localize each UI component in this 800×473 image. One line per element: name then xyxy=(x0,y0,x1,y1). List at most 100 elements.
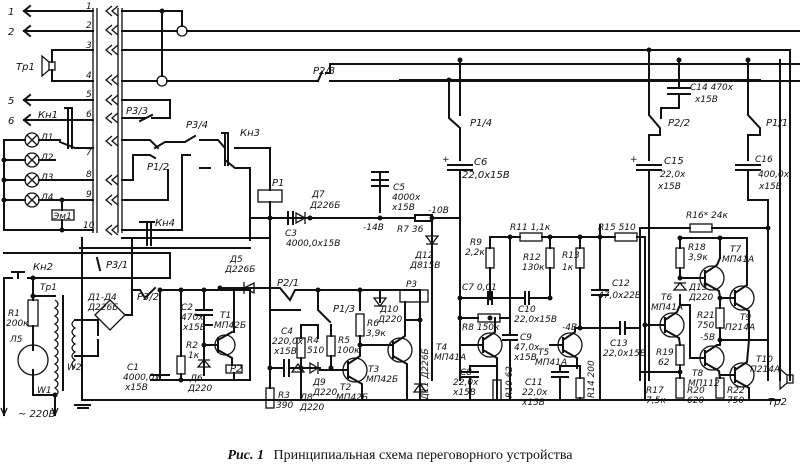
pin-label: 1 xyxy=(86,2,92,12)
r4-label: R4 xyxy=(307,336,319,346)
t10-type: П214А xyxy=(750,365,780,375)
line-label-2: 2 xyxy=(8,27,14,38)
t1-label: Т1 xyxy=(220,311,231,321)
p1-1-label: Р1/1 xyxy=(766,118,788,129)
l4-label: Л4 xyxy=(40,193,54,203)
w2-label: W2 xyxy=(67,363,82,373)
t5-type: МП41А xyxy=(535,358,567,368)
p1-2-label: Р1/2 xyxy=(147,162,169,173)
r13-label: R13 xyxy=(562,251,580,261)
mains-arrow xyxy=(51,407,59,417)
c11-value1: 22,0х xyxy=(522,388,548,398)
t2-t3-stage xyxy=(265,287,429,409)
t7-label: Т7 xyxy=(730,245,741,255)
r18-label: R18 xyxy=(688,243,706,253)
d1d4-label: Д1-Д4 xyxy=(87,293,117,303)
tr1-speaker-label: Тр1 xyxy=(16,62,35,73)
r2-value: 1к xyxy=(188,351,200,361)
plus-sign: + xyxy=(630,155,638,165)
d13-label: Д13 xyxy=(688,283,708,293)
c8-value1: 22,0х xyxy=(453,378,479,388)
r3-value: 390 xyxy=(276,401,293,411)
c9-label: C9 xyxy=(520,333,532,343)
r12-value: 130к xyxy=(522,263,545,273)
c8-label: C8 xyxy=(460,368,472,378)
c15-label: C15 xyxy=(664,156,684,167)
p3-2-label: Р3/2 xyxy=(137,292,159,303)
c16-value2: х15В xyxy=(758,182,782,192)
d8-label: Д8 xyxy=(299,393,313,403)
c12-label: C12 xyxy=(612,279,630,289)
r9-label: R9 xyxy=(470,238,482,248)
r14-label: R14 200 xyxy=(587,360,597,398)
em1-label: Эм1 xyxy=(52,212,72,222)
p3-3-label: Р3/3 xyxy=(126,106,148,117)
pin-label: 3 xyxy=(86,41,92,51)
p1-2-p3-4-kn3 xyxy=(121,132,271,241)
d7-label: Д7 xyxy=(311,190,325,200)
v14-label: -14В xyxy=(363,223,384,233)
pin-label: 8 xyxy=(86,170,92,180)
d7-type: Д226Б xyxy=(309,201,340,211)
pin-label: 2 xyxy=(86,21,92,31)
t3-type: МП42Б xyxy=(366,375,398,385)
l2-label: Л2 xyxy=(40,153,54,163)
mains-arrow xyxy=(0,407,8,417)
r6-label: R6 xyxy=(367,319,379,329)
pin-label: 4 xyxy=(86,71,92,81)
r3-label: R3 xyxy=(278,391,290,401)
r18-value: 3,9к xyxy=(688,253,708,263)
external-lines xyxy=(22,4,94,127)
p3-4-label: Р3/4 xyxy=(186,120,208,131)
r21-value: 750 xyxy=(697,321,714,331)
t4-label: Т4 xyxy=(436,343,447,353)
p3-relay-label: Р3 xyxy=(406,280,417,290)
p1-relay-label: Р1 xyxy=(272,178,284,189)
c13-label: C13 xyxy=(610,339,628,349)
speaker-tr2 xyxy=(779,367,794,391)
p2-2-label: Р2/2 xyxy=(668,118,690,129)
line-label-5: 5 xyxy=(8,96,14,107)
c12-value: 47,0х22В xyxy=(598,291,641,301)
d1d4-type: Д226Б xyxy=(87,303,118,313)
pin-label: 7 xyxy=(86,148,92,158)
c11-value2: х15В xyxy=(521,398,545,408)
d12-label: Д12 xyxy=(414,251,434,261)
r8-label: R8 150к xyxy=(462,323,500,333)
r19-value: 62 xyxy=(658,358,670,368)
t9-type: П214А xyxy=(725,323,755,333)
t2-type: МП42Б xyxy=(336,393,368,403)
preamp-t4-t5 xyxy=(459,224,646,401)
t7-type: МП41А xyxy=(722,255,754,265)
c4-value2: х15В xyxy=(273,347,297,357)
c15-value1: 22,0х xyxy=(660,170,686,180)
d5-label: Д5 xyxy=(229,255,243,265)
c10-value: 22,0х15В xyxy=(514,315,557,325)
r6-value: 3,9к xyxy=(366,329,386,339)
d10-label: Д10 xyxy=(379,305,399,315)
c4-value1: 220,0х xyxy=(272,337,304,347)
pin-label: 10 xyxy=(83,221,95,231)
c5-value1: 4000х xyxy=(392,193,421,203)
r16-label: R16* 24к xyxy=(686,211,729,221)
t6-label: Т6 xyxy=(661,293,672,303)
connector-chevrons xyxy=(104,5,119,236)
d6-diode xyxy=(196,359,212,368)
p1-4-label: Р1/4 xyxy=(470,118,492,129)
kn3-label: Кн3 xyxy=(240,128,260,139)
c5-label: C5 xyxy=(393,183,405,193)
r11-label: R11 1,1к xyxy=(510,223,551,233)
p2-3-label: Р2/3 xyxy=(313,66,335,77)
v4-label: -4В xyxy=(562,323,577,333)
c16-value1: 400,0х xyxy=(758,170,790,180)
t10-label: Т10 xyxy=(756,355,773,365)
t8-type: МП112 xyxy=(688,379,720,389)
p2-1-label: Р2/1 xyxy=(277,278,299,289)
r21-label: R21 xyxy=(697,311,715,321)
d6-label: Д6 xyxy=(189,374,203,384)
t3-label: Т3 xyxy=(368,365,379,375)
l1-label: Л1 xyxy=(40,133,54,143)
c6-value: 22,0х15В xyxy=(462,170,510,181)
r20-value: 620 xyxy=(687,396,704,406)
